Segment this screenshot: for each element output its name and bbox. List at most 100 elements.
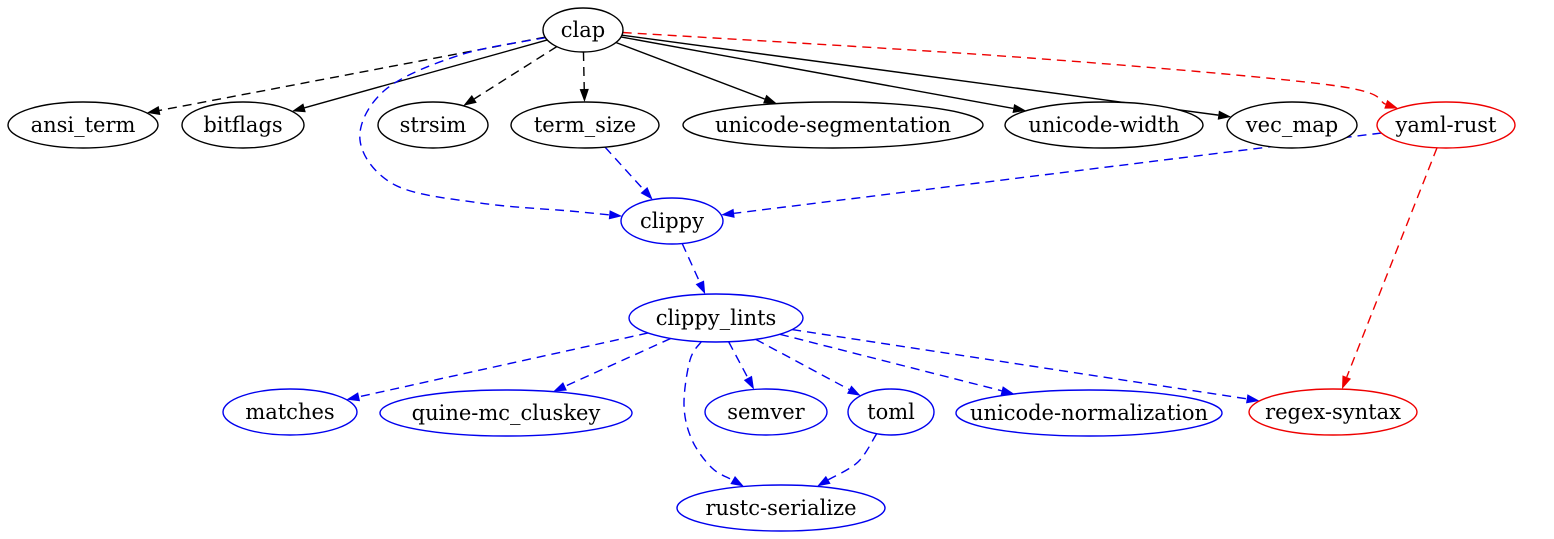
node-clippy-label: clippy <box>640 209 704 233</box>
node-vec_map: vec_map <box>1226 101 1358 149</box>
node-toml: toml <box>847 388 935 436</box>
edge-clippy_lints-to-unicode-normalization-arrowhead-icon <box>1000 386 1015 396</box>
node-clippy_lints-label: clippy_lints <box>656 306 777 330</box>
edge-clippy_lints-to-semver <box>728 341 755 390</box>
node-regex-syntax: regex-syntax <box>1248 388 1418 436</box>
edge-clippy_lints-to-rustc-serialize <box>683 341 744 487</box>
node-rustc-serialize-shape <box>676 484 886 532</box>
edge-clippy_lints-to-semver-line <box>728 341 749 379</box>
edge-clap-to-strsim-line <box>473 46 558 100</box>
node-toml-shape <box>847 388 935 436</box>
edge-clap-to-unicode-width-arrowhead-icon <box>1012 103 1027 113</box>
edge-clap-to-unicode-segmentation <box>615 41 777 104</box>
node-clap-label: clap <box>561 18 605 42</box>
node-unicode-normalization-shape <box>955 389 1223 437</box>
edge-clippy-to-clippy_lints <box>681 243 706 295</box>
node-matches-shape <box>222 388 358 436</box>
edge-clippy_lints-to-regex-syntax-line <box>792 328 1247 400</box>
edge-clap-to-clippy <box>359 36 623 220</box>
edge-clap-to-bitflags-arrowhead-icon <box>292 103 306 113</box>
edge-yaml-rust-to-regex-syntax-arrowhead-icon <box>1342 375 1352 390</box>
node-semver: semver <box>704 388 828 436</box>
edge-clap-to-strsim-arrowhead-icon <box>463 94 477 106</box>
node-matches-label: matches <box>245 400 334 424</box>
node-ansi_term-shape <box>7 101 159 149</box>
edge-clippy_lints-to-rustc-serialize-arrowhead-icon <box>730 476 744 487</box>
node-clippy-shape <box>620 197 724 245</box>
node-quine-mc_cluskey: quine-mc_cluskey <box>379 389 633 437</box>
node-unicode-segmentation-label: unicode-segmentation <box>715 113 951 137</box>
node-bitflags: bitflags <box>181 101 305 149</box>
edge-yaml-rust-to-clippy-arrowhead-icon <box>721 208 735 218</box>
node-clap-shape <box>542 7 624 53</box>
edge-clippy_lints-to-quine-mc_cluskey <box>553 337 671 392</box>
edge-clippy_lints-to-toml-arrowhead-icon <box>847 385 861 396</box>
edges-layer <box>146 31 1438 487</box>
edge-clippy_lints-to-toml <box>755 338 861 396</box>
edge-term_size-to-clippy <box>604 146 653 200</box>
edge-clippy_lints-to-unicode-normalization <box>779 333 1015 396</box>
node-toml-label: toml <box>867 400 915 424</box>
edge-yaml-rust-to-regex-syntax <box>1342 147 1438 390</box>
node-quine-mc_cluskey-shape <box>379 389 633 437</box>
node-rustc-serialize: rustc-serialize <box>676 484 886 532</box>
edge-clap-to-unicode-segmentation-line <box>615 41 765 100</box>
node-clap: clap <box>542 7 624 53</box>
node-matches: matches <box>222 388 358 436</box>
edge-clippy_lints-to-semver-arrowhead-icon <box>743 375 755 390</box>
edge-clap-to-term_size-arrowhead-icon <box>579 88 589 103</box>
edge-clippy_lints-to-quine-mc_cluskey-arrowhead-icon <box>553 382 567 392</box>
edge-clap-to-yaml-rust-line <box>622 31 1387 105</box>
edge-clap-to-clippy-line <box>359 36 610 216</box>
node-unicode-width-label: unicode-width <box>1028 113 1179 137</box>
edge-toml-to-rustc-serialize-line <box>827 433 878 481</box>
node-term_size-label: term_size <box>534 113 636 137</box>
node-yaml-rust-label: yaml-rust <box>1395 113 1497 137</box>
node-unicode-normalization-label: unicode-normalization <box>970 401 1208 425</box>
node-unicode-width: unicode-width <box>1004 101 1204 149</box>
edge-clap-to-yaml-rust <box>622 31 1399 109</box>
edge-clap-to-yaml-rust-arrowhead-icon <box>1384 99 1399 109</box>
edge-clippy-to-clippy_lints-line <box>681 243 701 283</box>
node-quine-mc_cluskey-label: quine-mc_cluskey <box>412 401 601 425</box>
node-strsim-label: strsim <box>400 113 467 137</box>
edge-clap-to-strsim <box>463 46 558 106</box>
edge-clap-to-unicode-width-line <box>620 36 1014 110</box>
node-term_size-shape <box>510 101 660 149</box>
node-vec_map-label: vec_map <box>1245 113 1338 137</box>
edge-term_size-to-clippy-line <box>604 146 645 191</box>
node-ansi_term-label: ansi_term <box>31 113 136 137</box>
edge-clippy_lints-to-regex-syntax <box>792 328 1260 404</box>
node-regex-syntax-label: regex-syntax <box>1265 400 1401 424</box>
node-ansi_term: ansi_term <box>7 101 159 149</box>
edge-clap-to-bitflags <box>292 39 548 113</box>
edge-term_size-to-clippy-arrowhead-icon <box>640 186 653 200</box>
node-unicode-width-shape <box>1004 101 1204 149</box>
node-unicode-segmentation: unicode-segmentation <box>682 101 984 149</box>
node-vec_map-shape <box>1226 101 1358 149</box>
edge-clippy_lints-to-rustc-serialize-line <box>683 341 734 481</box>
edge-clap-to-clippy-arrowhead-icon <box>608 210 623 220</box>
node-semver-shape <box>704 388 828 436</box>
edge-clap-to-term_size <box>579 51 589 103</box>
edge-clippy-to-clippy_lints-arrowhead-icon <box>695 280 706 295</box>
edge-clippy_lints-to-unicode-normalization-line <box>779 333 1002 392</box>
node-rustc-serialize-label: rustc-serialize <box>705 496 856 520</box>
node-clippy_lints-shape <box>628 293 804 343</box>
edge-clap-to-term_size-line <box>582 51 585 90</box>
node-yaml-rust: yaml-rust <box>1376 101 1516 149</box>
node-clippy_lints: clippy_lints <box>628 293 804 343</box>
node-regex-syntax-shape <box>1248 388 1418 436</box>
edge-clippy_lints-to-quine-mc_cluskey-line <box>564 337 671 387</box>
edge-clippy_lints-to-matches-line <box>358 332 649 398</box>
node-term_size: term_size <box>510 101 660 149</box>
edge-clap-to-unicode-segmentation-arrowhead-icon <box>763 94 777 104</box>
node-bitflags-label: bitflags <box>203 113 282 137</box>
node-clippy: clippy <box>620 197 724 245</box>
edge-toml-to-rustc-serialize <box>817 433 878 487</box>
edge-clippy_lints-to-matches <box>346 332 649 402</box>
